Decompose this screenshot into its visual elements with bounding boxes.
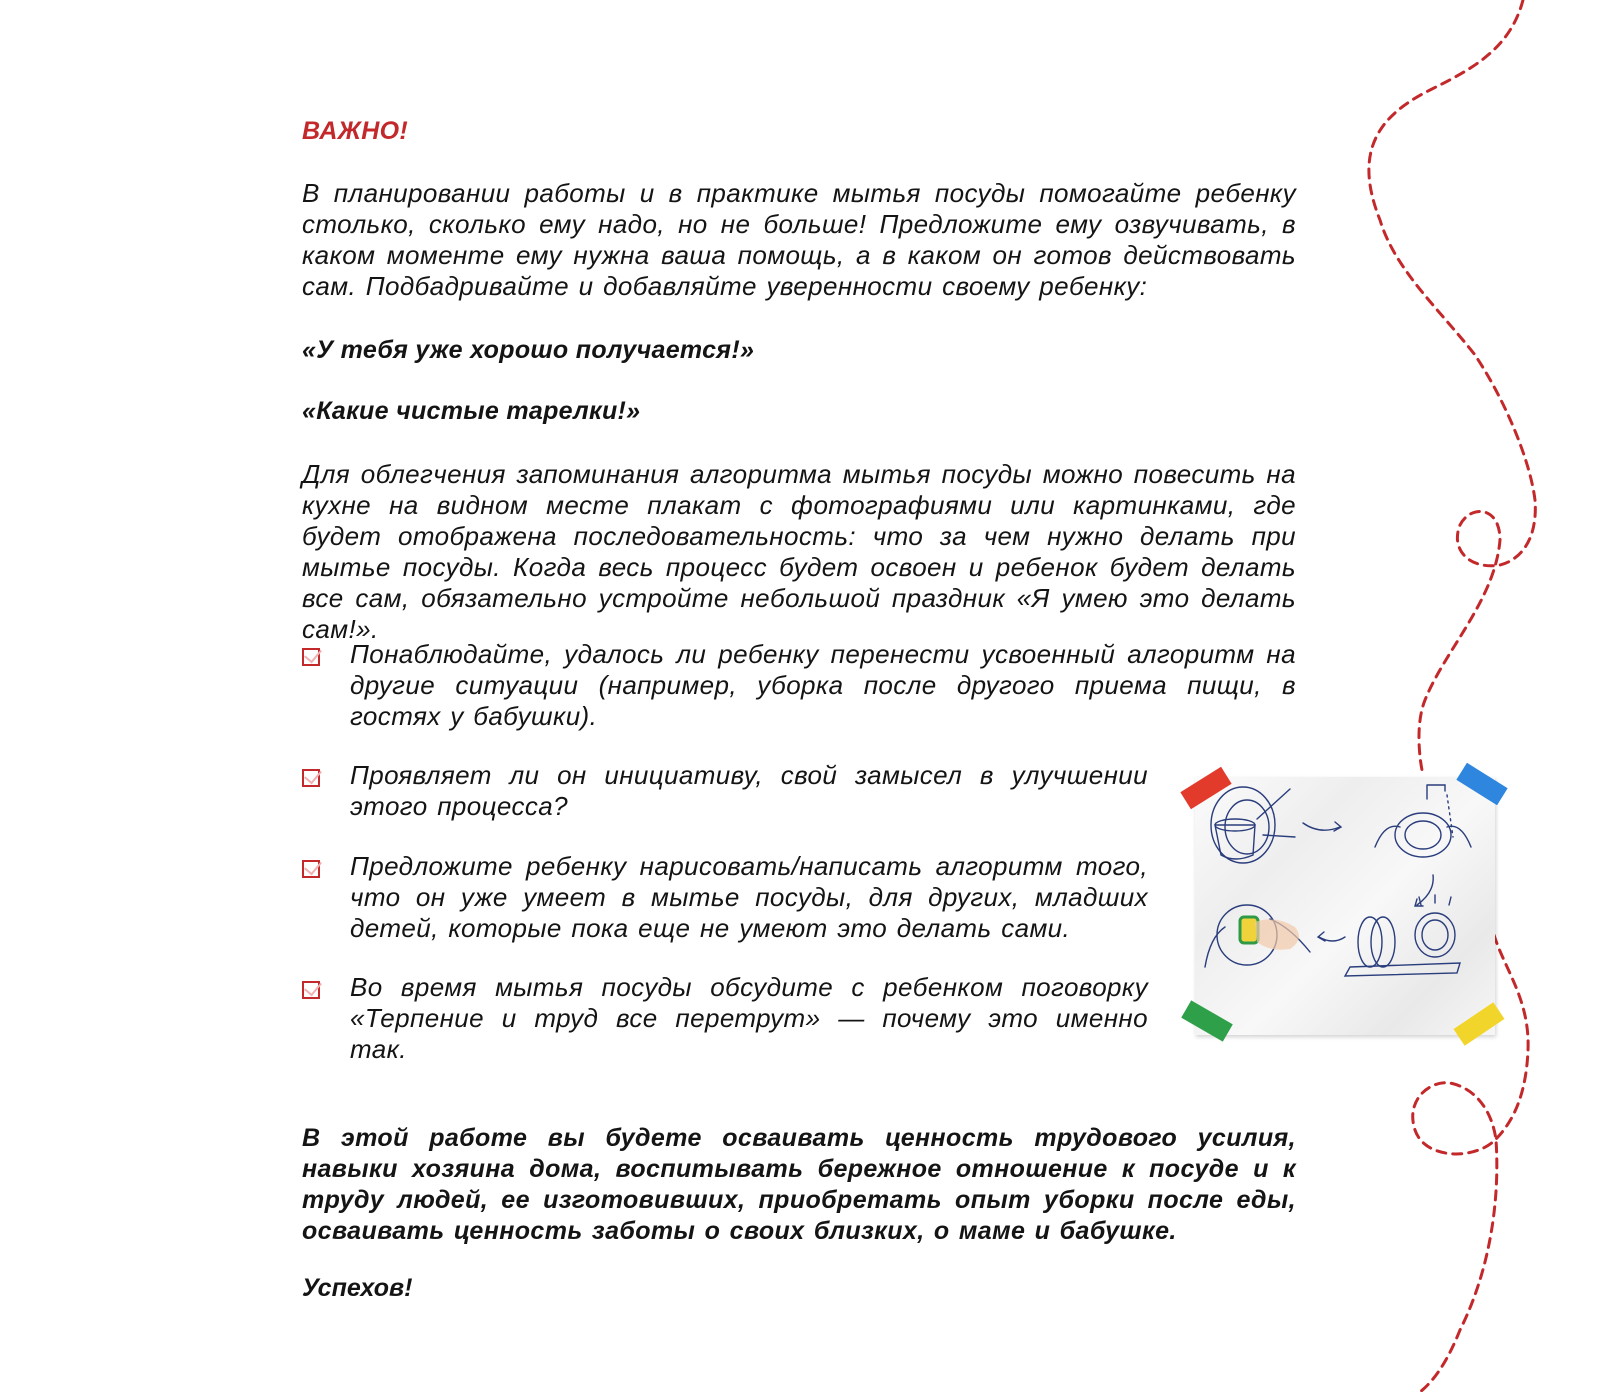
- poster-sketches: [1204, 784, 1472, 977]
- checkbox-checked-icon: [302, 769, 320, 787]
- checkbox-checked-icon: [302, 860, 320, 878]
- checklist-item: Проявляет ли он инициативу, свой замысел…: [302, 760, 1148, 822]
- encouragement-quote: «У тебя уже хорошо получается!»: [302, 336, 755, 364]
- checklist-item-text: Во время мытья посуды обсудите с ребенко…: [350, 972, 1148, 1064]
- arrow-sketch: [1302, 822, 1341, 831]
- arrow-head: [1333, 821, 1343, 832]
- algorithm-paragraph: Для облегчения запоминания алгоритма мыт…: [302, 459, 1296, 644]
- checkbox-checked-icon: [302, 981, 320, 999]
- rinse-sketch: [1374, 784, 1472, 858]
- sponge-icon: [1238, 915, 1260, 945]
- checklist-item: Предложите ребенку нарисовать/написать а…: [302, 851, 1148, 944]
- checklist-item: Понаблюдайте, удалось ли ребенку перенес…: [302, 639, 1296, 732]
- checklist-item-text: Предложите ребенку нарисовать/написать а…: [350, 851, 1148, 943]
- checklist-item-text: Проявляет ли он инициативу, свой замысел…: [350, 760, 1148, 821]
- conclusion-paragraph: В этой работе вы будете осваивать ценнос…: [302, 1124, 1296, 1245]
- dry-rack-sketch: [1343, 894, 1461, 977]
- important-heading: ВАЖНО!: [302, 117, 408, 145]
- arrow-head: [1316, 931, 1326, 942]
- checklist-item-text: Понаблюдайте, удалось ли ребенку перенес…: [350, 639, 1296, 731]
- hand-sketch: [1255, 919, 1299, 950]
- closing-wish: Успехов!: [302, 1274, 413, 1302]
- arrow-head: [1414, 898, 1424, 907]
- checkbox-checked-icon: [302, 648, 320, 666]
- dirty-dishes-sketch: [1210, 786, 1296, 864]
- dashed-path: [1367, 0, 1537, 772]
- checklist-item: Во время мытья посуды обсудите с ребенко…: [302, 972, 1148, 1065]
- encouragement-quote: «Какие чистые тарелки!»: [302, 397, 641, 425]
- intro-paragraph: В планировании работы и в практике мытья…: [302, 178, 1296, 301]
